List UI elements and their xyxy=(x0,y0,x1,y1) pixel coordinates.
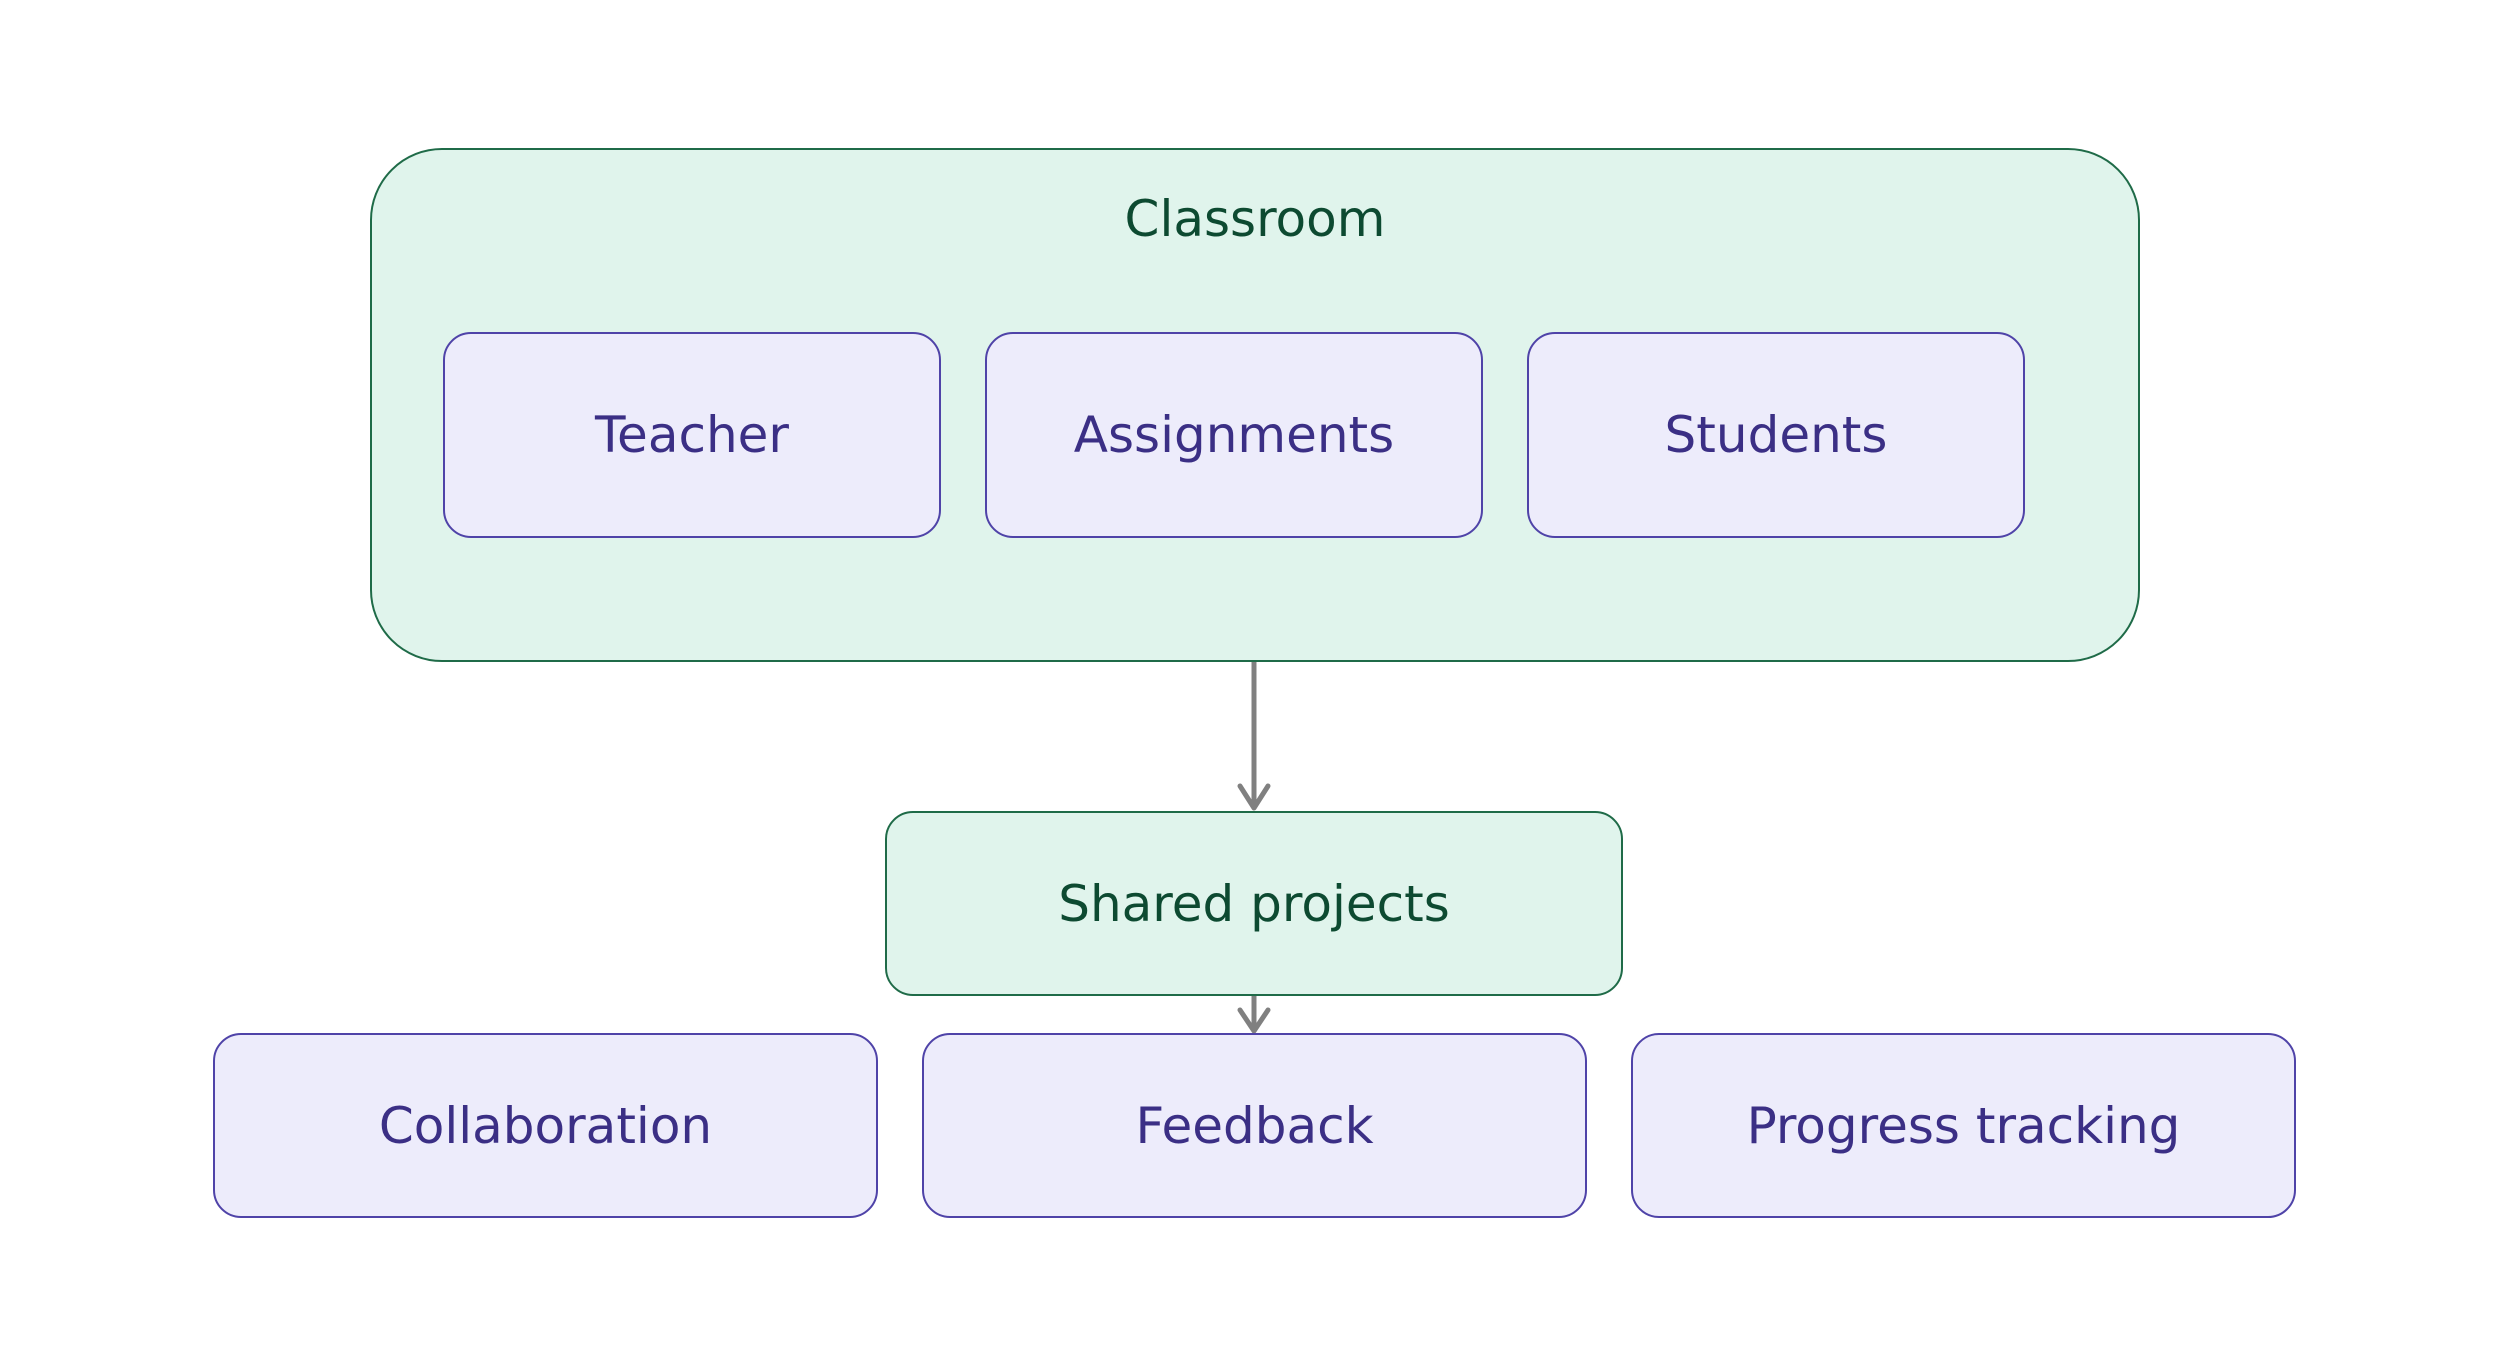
node-shared-projects: Shared projects xyxy=(885,811,1623,996)
arrowhead-icon xyxy=(1237,783,1271,811)
node-teacher: Teacher xyxy=(443,332,941,538)
edge-shared-projects-to-feedback xyxy=(1237,996,1271,1034)
node-students: Students xyxy=(1527,332,2025,538)
node-feedback: Feedback xyxy=(922,1033,1587,1218)
classroom-group-title: Classroom xyxy=(1124,190,1386,248)
node-collaboration: Collaboration xyxy=(213,1033,878,1218)
node-assignments: Assignments xyxy=(985,332,1483,538)
node-progress-tracking: Progress tracking xyxy=(1631,1033,2296,1218)
edge-classroom-to-shared-projects xyxy=(1237,662,1271,811)
arrowhead-icon xyxy=(1237,1007,1271,1034)
